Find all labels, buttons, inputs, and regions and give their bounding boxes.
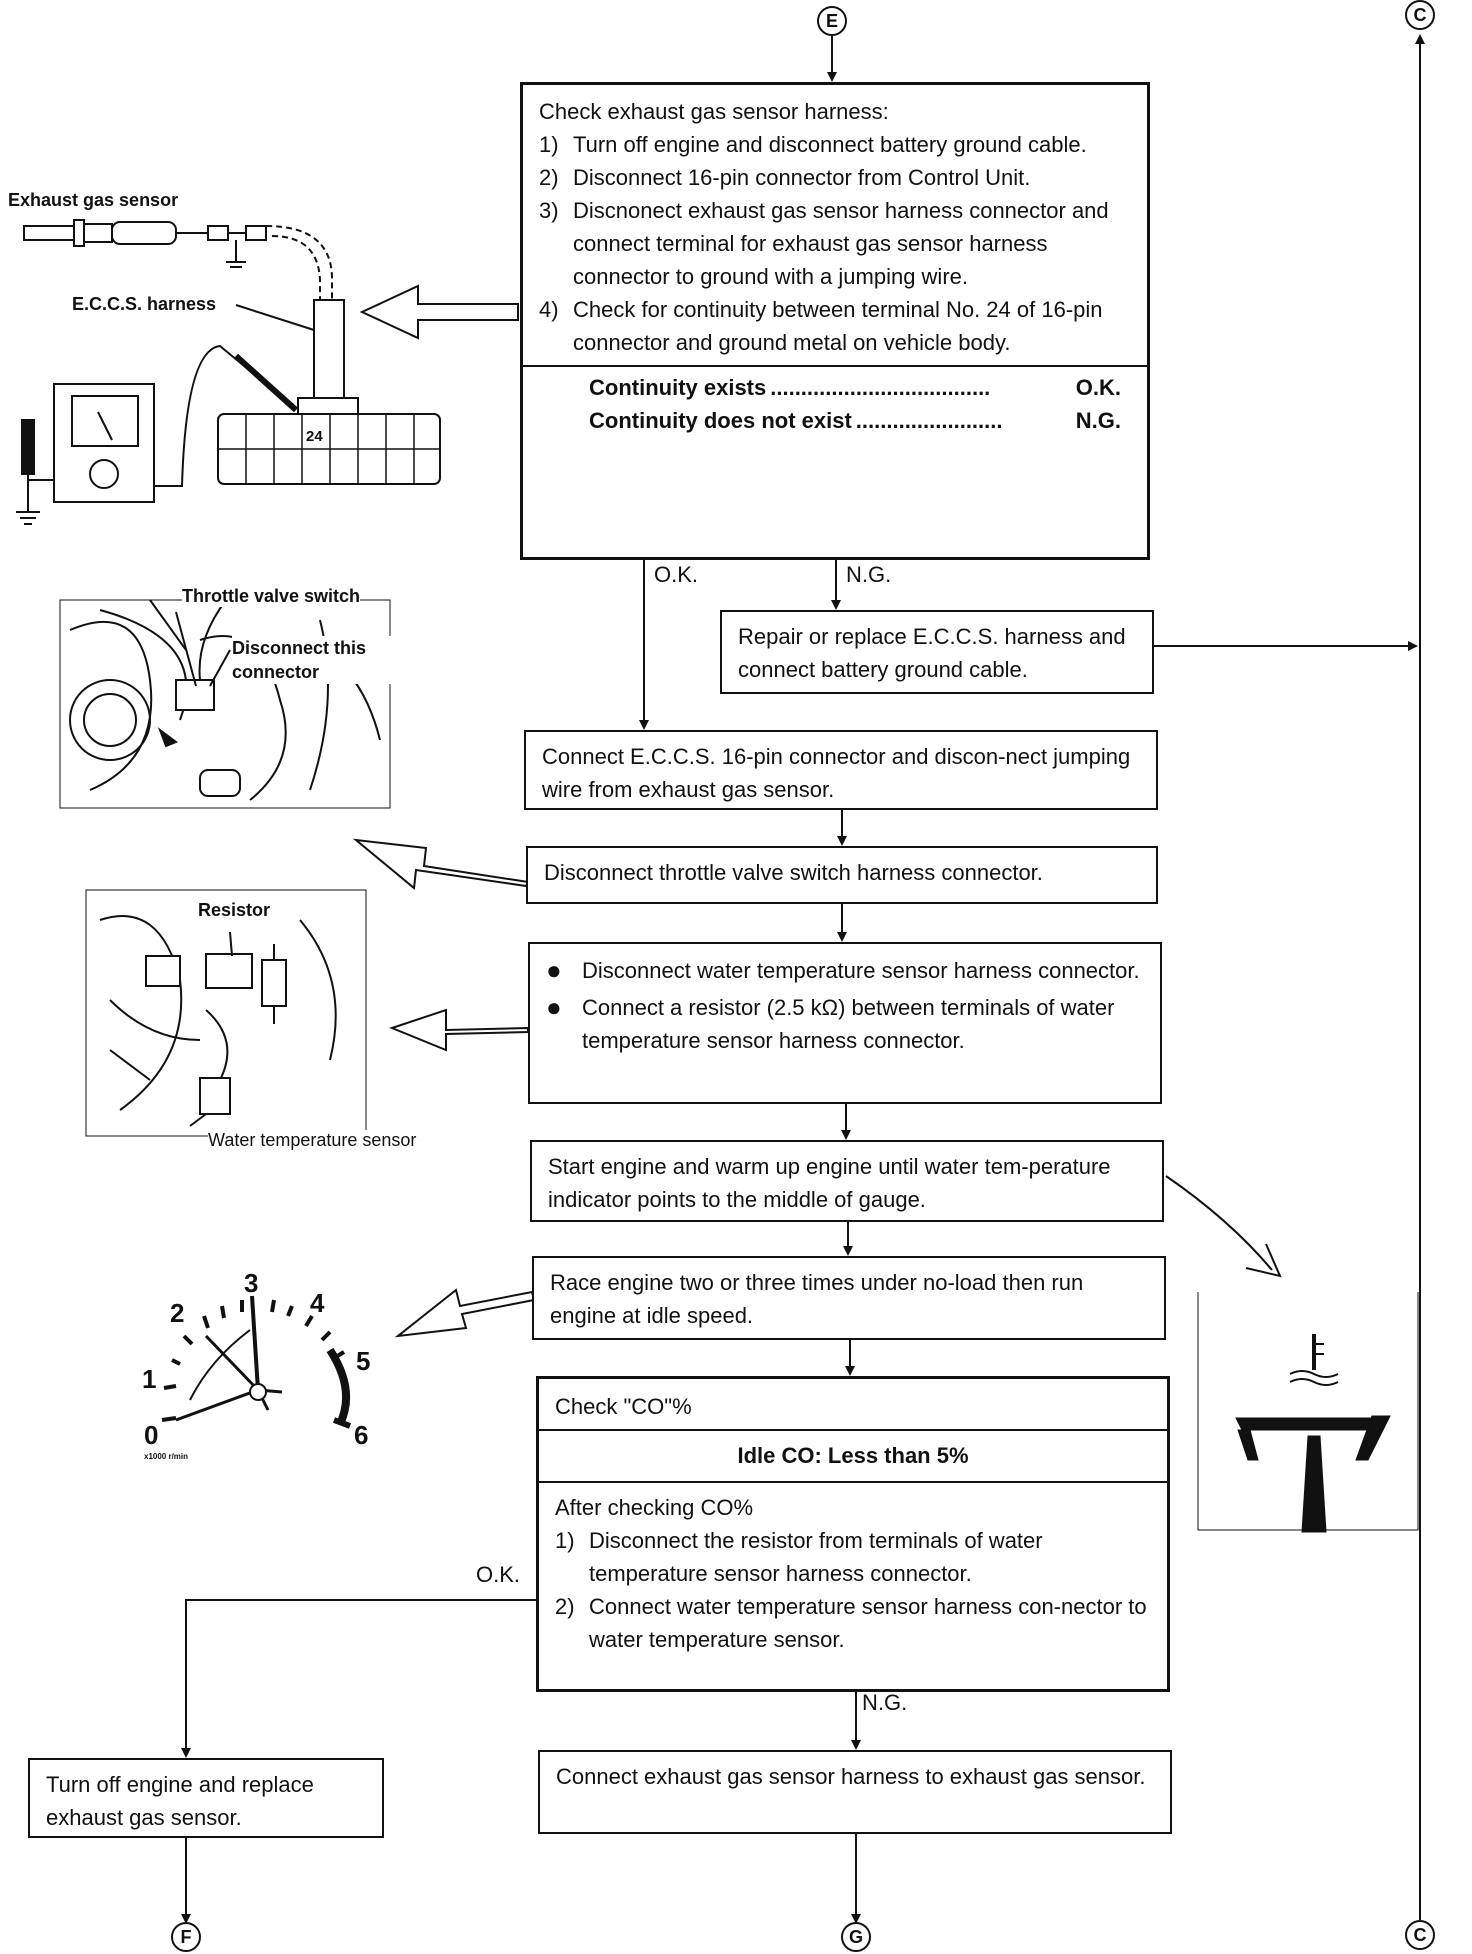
box-check-harness: Check exhaust gas sensor harness: 1)Turn…	[520, 82, 1150, 560]
label-ok-2: O.K.	[476, 1562, 520, 1588]
co-step-2: 2)Connect water temperature sensor harne…	[555, 1590, 1151, 1656]
tach-num-3: 3	[244, 1268, 258, 1299]
box1-step-3: 3)Discnonect exhaust gas sensor harness …	[539, 194, 1131, 293]
fig3-sensor-label: Water temperature sensor	[208, 1130, 416, 1151]
fig3-resistor-label: Resistor	[198, 900, 270, 921]
tach-num-1: 1	[142, 1364, 156, 1395]
connector-c-top: C	[1405, 0, 1435, 30]
hollow-arrow-fig3	[392, 1010, 528, 1050]
connector-g: G	[841, 1922, 871, 1952]
co-step-1: 1)Disconnect the resistor from terminals…	[555, 1524, 1151, 1590]
box-race-engine: Race engine two or three times under no-…	[532, 1256, 1166, 1340]
hollow-arrow-fig1	[362, 286, 518, 338]
box-repair-harness: Repair or replace E.C.C.S. harness and c…	[720, 610, 1154, 694]
fig2-illustration	[60, 600, 390, 808]
box1-result-ok: Continuity exists.......................…	[589, 371, 1121, 404]
box1-step-1: 1)Turn off engine and disconnect battery…	[539, 128, 1131, 161]
water-bullet-1: ●Disconnect water temperature sensor har…	[546, 954, 1144, 987]
tach-num-6: 6	[354, 1420, 368, 1451]
arrow-start-to-gauge	[1166, 1176, 1272, 1270]
box-disconnect-throttle: Disconnect throttle valve switch harness…	[526, 846, 1158, 904]
fig2-disconnect-label: Disconnect this connector	[232, 636, 392, 684]
box1-step-2: 2)Disconnect 16-pin connector from Contr…	[539, 161, 1131, 194]
box-connect-gas-harness: Connect exhaust gas sensor harness to ex…	[538, 1750, 1172, 1834]
fig1-terminal-label: 24	[306, 428, 323, 445]
box-connect-16pin: Connect E.C.C.S. 16-pin connector and di…	[524, 730, 1158, 810]
fig1-sensor-label: Exhaust gas sensor	[8, 190, 178, 211]
box-start-engine: Start engine and warm up engine until wa…	[530, 1140, 1164, 1222]
box1-step-4: 4)Check for continuity between terminal …	[539, 293, 1131, 359]
hollow-arrow-fig2	[356, 840, 528, 888]
box1-title: Check exhaust gas sensor harness:	[539, 95, 1131, 128]
fig1-harness-label: E.C.C.S. harness	[72, 294, 216, 315]
box-replace-sensor: Turn off engine and replace exhaust gas …	[28, 1758, 384, 1838]
connector-c-bottom: C	[1405, 1920, 1435, 1950]
arrow-co-ok	[186, 1600, 536, 1756]
box1-divider	[523, 365, 1147, 367]
temp-gauge-illustration	[1198, 1292, 1418, 1532]
co-spec: Idle CO: Less than 5%	[555, 1431, 1151, 1481]
box-check-co: Check "CO"% Idle CO: Less than 5% After …	[536, 1376, 1170, 1692]
tach-num-0: 0	[144, 1420, 158, 1451]
tach-num-2: 2	[170, 1298, 184, 1329]
water-bullet-2: ●Connect a resistor (2.5 kΩ) between ter…	[546, 991, 1144, 1057]
label-ng-2: N.G.	[862, 1690, 907, 1716]
fig2-switch-label: Throttle valve switch	[182, 586, 360, 607]
box-water-temp-sensor: ●Disconnect water temperature sensor har…	[528, 942, 1162, 1104]
co-after-title: After checking CO%	[555, 1491, 1151, 1524]
label-ng-1: N.G.	[846, 562, 891, 588]
fig3-illustration	[86, 890, 366, 1136]
tach-unit: x1000 r/min	[144, 1452, 188, 1461]
tach-num-5: 5	[356, 1346, 370, 1377]
connector-f: F	[171, 1922, 201, 1952]
label-ok-1: O.K.	[654, 562, 698, 588]
tach-num-4: 4	[310, 1288, 324, 1319]
box1-result-ng: Continuity does not exist...............…	[589, 404, 1121, 437]
connector-e: E	[817, 6, 847, 36]
co-title: Check "CO"%	[555, 1385, 1151, 1429]
hollow-arrow-tach	[398, 1290, 534, 1336]
fig1-illustration	[16, 220, 440, 524]
